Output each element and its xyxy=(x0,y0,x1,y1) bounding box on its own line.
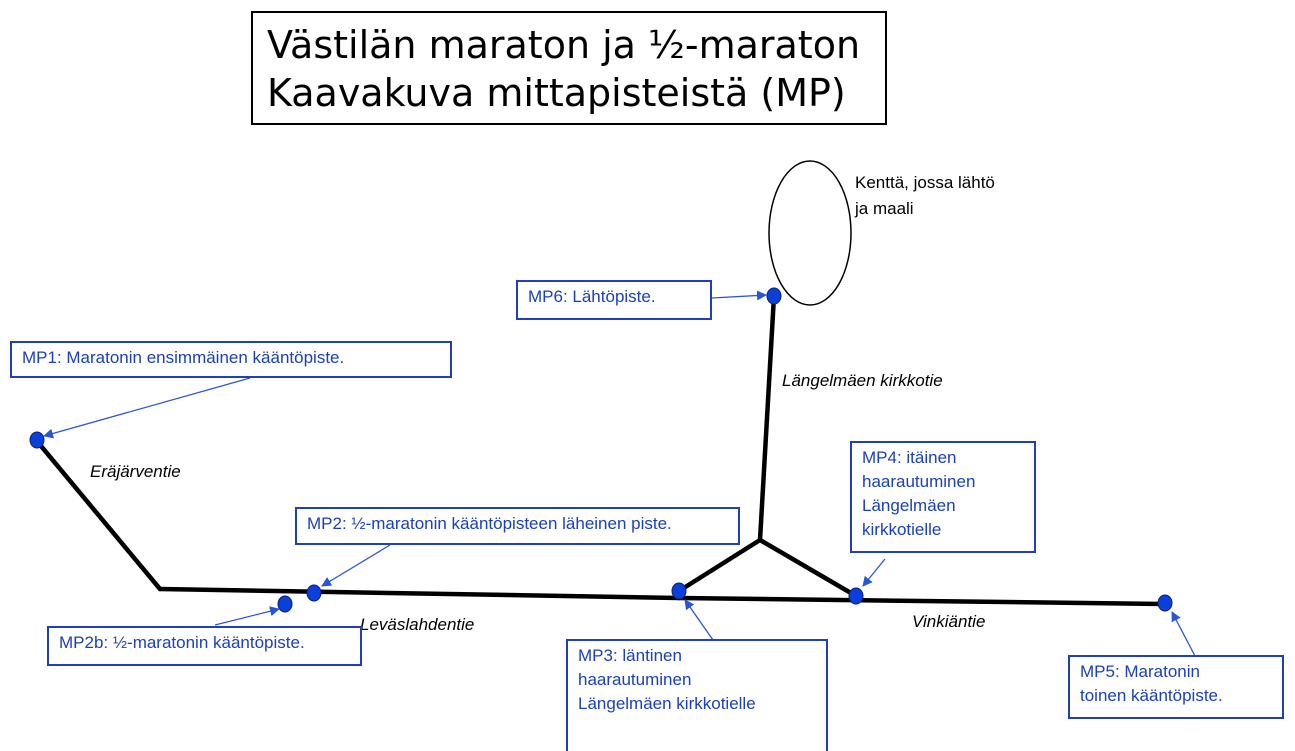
point-mp5 xyxy=(1157,594,1173,612)
road-branch-west xyxy=(676,537,763,594)
callout-mp5-line-2: toinen kääntöpiste. xyxy=(1080,686,1223,705)
callout-mp1: MP1: Maratonin ensimmäinen kääntöpiste. xyxy=(10,341,452,378)
arrow-mp3 xyxy=(684,599,714,641)
road-branch-east xyxy=(757,537,859,599)
road-label-vinkiantie: Vinkiäntie xyxy=(912,612,986,631)
callout-mp4-line-2: haarautuminen xyxy=(862,472,976,491)
arrow-mp2b xyxy=(214,606,280,626)
arrow-mp2 xyxy=(321,544,391,587)
title-line-2: Kaavakuva mittapisteistä (MP) xyxy=(267,71,846,115)
arrow-mp1 xyxy=(43,377,251,439)
title-box: Västilän maraton ja ½-maraton Kaavakuva … xyxy=(251,11,887,125)
road-kirkkotie xyxy=(757,293,777,543)
arrow-mp6 xyxy=(711,290,767,301)
point-mp1 xyxy=(29,431,45,449)
callout-mp2-line-1: MP2: ½-maratonin kääntöpisteen läheinen … xyxy=(307,514,672,533)
callout-mp4: MP4: itäinen haarautuminen Längelmäen ki… xyxy=(850,441,1036,553)
callout-mp3-line-3: Längelmäen kirkkotielle xyxy=(578,694,756,713)
point-mp6 xyxy=(766,287,782,305)
road-label-kirkkotie: Längelmäen kirkkotie xyxy=(782,371,943,390)
field-note: Kenttä, jossa lähtö ja maali xyxy=(855,170,995,222)
field-oval xyxy=(768,160,852,306)
arrow-mp5 xyxy=(1171,611,1196,657)
callout-mp2b: MP2b: ½-maratonin kääntöpiste. xyxy=(47,626,362,666)
callout-mp4-line-1: MP4: itäinen xyxy=(862,448,957,467)
callout-mp4-line-3: Längelmäen xyxy=(862,496,956,515)
callout-mp3: MP3: läntinen haarautuminen Längelmäen k… xyxy=(566,639,828,751)
callout-mp3-line-2: haarautuminen xyxy=(578,670,692,689)
point-mp2b xyxy=(277,595,293,613)
road-erajarventie xyxy=(33,437,163,592)
road-label-erajarventie: Eräjärventie xyxy=(90,462,181,481)
road-label-levaslahdentie: Leväslahdentie xyxy=(360,615,475,634)
callout-mp4-line-4: kirkkotielle xyxy=(862,520,942,539)
field-note-line-2: ja maali xyxy=(855,199,914,218)
callout-mp2: MP2: ½-maratonin kääntöpisteen läheinen … xyxy=(295,507,740,545)
callout-mp5: MP5: Maratonin toinen kääntöpiste. xyxy=(1068,655,1284,719)
callout-mp1-line-1: MP1: Maratonin ensimmäinen kääntöpiste. xyxy=(22,348,345,367)
callout-mp6: MP6: Lähtöpiste. xyxy=(516,280,712,320)
road-levaslahdentie xyxy=(157,586,682,601)
arrow-mp4 xyxy=(862,558,886,587)
callout-mp2b-line-1: MP2b: ½-maratonin kääntöpiste. xyxy=(59,633,305,652)
title-line-1: Västilän maraton ja ½-maraton xyxy=(267,23,861,67)
callout-mp5-line-1: MP5: Maratonin xyxy=(1080,662,1200,681)
point-mp3 xyxy=(671,582,687,600)
point-mp4 xyxy=(848,587,864,605)
point-mp2 xyxy=(306,584,322,602)
road-vinkiantie xyxy=(676,595,1168,607)
callout-mp3-line-1: MP3: läntinen xyxy=(578,646,682,665)
callout-mp6-line-1: MP6: Lähtöpiste. xyxy=(528,287,656,306)
field-note-line-1: Kenttä, jossa lähtö xyxy=(855,173,995,192)
